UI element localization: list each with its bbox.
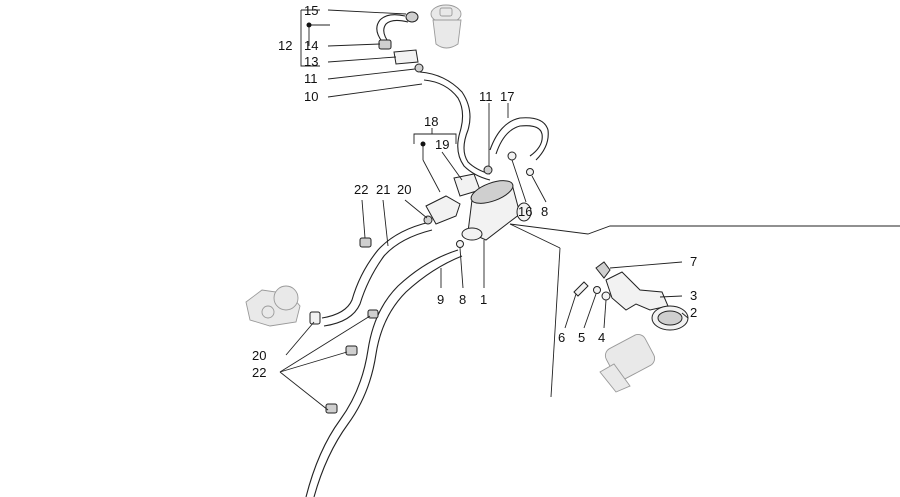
label-5: 5: [578, 330, 585, 345]
clamp-11-upper: [414, 63, 424, 73]
oring-8-upper: [526, 168, 534, 176]
label-20-lower: 20: [252, 348, 266, 363]
nut-7: [595, 261, 611, 279]
throttle-body-reference: [245, 285, 301, 327]
label-4: 4: [598, 330, 605, 345]
fuel-tank-cap-reference: [430, 4, 462, 49]
oring-8-lower: [456, 240, 464, 248]
screw-6: [573, 281, 589, 297]
label-11-upper: 11: [304, 71, 318, 86]
part-number-labels: 15 12 14 13 11 10 11 17 18 19 16 8 22 21…: [252, 3, 697, 380]
oring-16: [507, 151, 517, 161]
hose-17: [489, 117, 549, 161]
label-19: 19: [435, 137, 449, 152]
label-3: 3: [690, 288, 697, 303]
clamp-14: [378, 39, 392, 50]
fuel-filter-1: [461, 180, 532, 241]
label-22-upper: 22: [354, 182, 368, 197]
label-18: 18: [424, 114, 438, 129]
label-8-right: 8: [541, 204, 548, 219]
clip-22-c: [345, 345, 358, 356]
clip-22-d: [325, 403, 338, 414]
label-21: 21: [376, 182, 390, 197]
label-16: 16: [518, 204, 532, 219]
label-14: 14: [304, 38, 318, 53]
fitting-20-upper: [425, 195, 461, 225]
label-1: 1: [480, 292, 487, 307]
hose-9: [305, 249, 459, 497]
label-12: 12: [278, 38, 292, 53]
hose-15: [376, 14, 406, 45]
label-13: 13: [304, 54, 318, 69]
label-20-upper: 20: [397, 182, 411, 197]
clamp-11-right: [483, 165, 493, 175]
label-9: 9: [437, 292, 444, 307]
label-11-right: 11: [479, 89, 493, 104]
label-22-lower: 22: [252, 365, 266, 380]
washer-5: [593, 286, 601, 294]
fitting-20-lower: [309, 311, 321, 325]
clip-22-a: [359, 237, 372, 248]
label-10: 10: [304, 89, 318, 104]
label-15: 15: [304, 3, 318, 18]
label-8-lower: 8: [459, 292, 466, 307]
leader-lines: [279, 9, 900, 411]
label-6: 6: [558, 330, 565, 345]
bracket-3: [605, 271, 669, 311]
label-7: 7: [690, 254, 697, 269]
hose-10: [419, 71, 491, 175]
clamp-15: [405, 11, 419, 23]
hose-21: [321, 221, 431, 319]
check-valve-13: [393, 49, 419, 65]
fuel-pump-reference: [599, 334, 656, 393]
label-2: 2: [690, 305, 697, 320]
label-17: 17: [500, 89, 514, 104]
washer-4: [601, 291, 611, 301]
clip-22-b: [367, 309, 379, 319]
